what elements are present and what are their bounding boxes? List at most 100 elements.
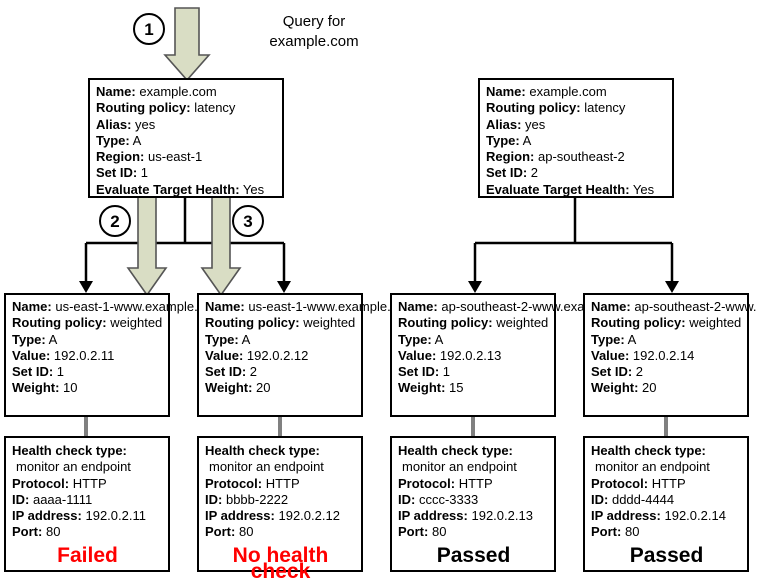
field-value: 192.0.2.12 — [278, 508, 340, 524]
record-field: Evaluate Target Health: Yes — [486, 182, 667, 198]
field-value: 20 — [256, 380, 271, 396]
field-value: cccc-3333 — [418, 491, 479, 507]
field-value: 192.0.2.13 — [471, 508, 533, 524]
healthcheck-field: ID: bbbb-2222 — [205, 492, 356, 508]
flow-arrow-step-2 — [126, 189, 168, 297]
field-key: Type: — [12, 331, 46, 347]
field-key: Type: — [591, 331, 625, 347]
record-field: Set ID: 2 — [591, 364, 742, 380]
healthcheck-field: ID: dddd-4444 — [591, 492, 742, 508]
alias-record-ap-southeast-2: Name: example.com Routing policy: latenc… — [478, 78, 674, 198]
connector-record-to-healthcheck — [84, 417, 668, 436]
record-field-name: Name: ap-southeast-2-www.example.com — [591, 299, 757, 315]
field-value: 10 — [63, 380, 78, 396]
field-key: ID: — [398, 491, 416, 507]
field-value: weighted — [110, 315, 163, 331]
field-key: Routing policy: — [205, 315, 300, 331]
field-value: HTTP — [458, 475, 493, 491]
record-field: Type: A — [205, 332, 356, 348]
record-field: Type: A — [96, 133, 277, 149]
record-field: Weight: 20 — [205, 380, 356, 396]
healthcheck-field: Port: 80 — [398, 524, 549, 540]
record-field: Region: ap-southeast-2 — [486, 149, 667, 165]
field-value: us-east-1-www.example.com — [248, 299, 416, 314]
health-status-badge: Passed — [436, 543, 511, 567]
field-key: Weight: — [591, 380, 639, 396]
weighted-record-192-0-2-12: Name: us-east-1-www.example.com Routing … — [197, 293, 415, 417]
field-value: 20 — [642, 380, 657, 396]
field-value: A — [627, 331, 637, 347]
field-value: weighted — [689, 315, 742, 331]
field-key: Value: — [398, 347, 437, 363]
healthcheck-field: Protocol: HTTP — [12, 476, 163, 492]
field-key: Set ID: — [12, 364, 54, 380]
record-field: Value: 192.0.2.12 — [205, 348, 356, 364]
field-value: monitor an endpoint — [402, 459, 517, 475]
field-value: 80 — [431, 524, 447, 540]
health-check-bbbb-2222: Health check type: monitor an endpoint P… — [197, 436, 363, 578]
field-key: Region: — [486, 149, 535, 165]
field-value: 2 — [249, 364, 258, 380]
connector-left-branch — [79, 198, 291, 293]
record-field: Routing policy: weighted — [12, 315, 163, 331]
step-marker-1: 1 — [133, 13, 165, 45]
field-key: Value: — [12, 347, 51, 363]
record-field: Routing policy: weighted — [398, 315, 549, 331]
field-key: Health check type: — [205, 443, 320, 458]
field-value: us-east-1 — [148, 149, 203, 165]
record-field: Alias: yes — [486, 117, 667, 133]
field-key: Routing policy: — [12, 315, 107, 331]
field-value: HTTP — [651, 475, 686, 491]
field-value: HTTP — [72, 475, 107, 491]
query-arrow-step-1 — [163, 7, 211, 82]
field-key: Set ID: — [591, 364, 633, 380]
record-field: Type: A — [398, 332, 549, 348]
field-key: Weight: — [398, 380, 446, 396]
field-key: Type: — [398, 331, 432, 347]
field-key: Port: — [398, 524, 429, 540]
field-value: HTTP — [265, 475, 300, 491]
record-field-name: Name: us-east-1-www.example.com — [205, 299, 415, 315]
record-field: Weight: 10 — [12, 380, 163, 396]
field-key: Value: — [591, 347, 630, 363]
field-key: Set ID: — [205, 364, 247, 380]
field-value: 192.0.2.14 — [632, 347, 695, 363]
field-value: A — [434, 331, 444, 347]
health-status-badge: No health check — [232, 543, 329, 578]
healthcheck-field: IP address: 192.0.2.12 — [205, 508, 356, 524]
healthcheck-field: IP address: 192.0.2.11 — [12, 508, 163, 524]
field-value: A — [48, 331, 58, 347]
field-value: latency — [584, 100, 626, 116]
healthcheck-type-key: Health check type: — [591, 443, 742, 459]
healthcheck-type-value: monitor an endpoint — [12, 459, 163, 475]
query-caption: Query for example.com — [269, 13, 359, 50]
field-value: latency — [194, 100, 236, 116]
field-key: Name: — [96, 84, 136, 99]
record-field: Value: 192.0.2.14 — [591, 348, 742, 364]
field-value: 15 — [449, 380, 464, 396]
field-value: 192.0.2.11 — [85, 508, 146, 524]
record-field: Evaluate Target Health: Yes — [96, 182, 277, 198]
field-value: weighted — [496, 315, 549, 331]
field-key: IP address: — [591, 508, 661, 524]
record-field: Type: A — [486, 133, 667, 149]
field-key: Protocol: — [398, 475, 456, 491]
field-key: Routing policy: — [398, 315, 493, 331]
field-value: 2 — [635, 364, 644, 380]
field-value: Yes — [632, 181, 655, 197]
health-check-cccc-3333: Health check type: monitor an endpoint P… — [390, 436, 556, 572]
healthcheck-field: Port: 80 — [591, 524, 742, 540]
field-key: Port: — [591, 524, 622, 540]
record-field: Weight: 20 — [591, 380, 742, 396]
record-field: Routing policy: weighted — [205, 315, 356, 331]
field-key: Name: — [591, 299, 631, 314]
field-key: Type: — [205, 331, 239, 347]
field-value: weighted — [303, 315, 356, 331]
field-value: monitor an endpoint — [595, 459, 710, 475]
field-value: monitor an endpoint — [209, 459, 324, 475]
field-key: Health check type: — [398, 443, 513, 458]
healthcheck-field: ID: cccc-3333 — [398, 492, 549, 508]
field-key: Port: — [12, 524, 43, 540]
field-value: monitor an endpoint — [16, 459, 131, 475]
record-field: Weight: 15 — [398, 380, 549, 396]
